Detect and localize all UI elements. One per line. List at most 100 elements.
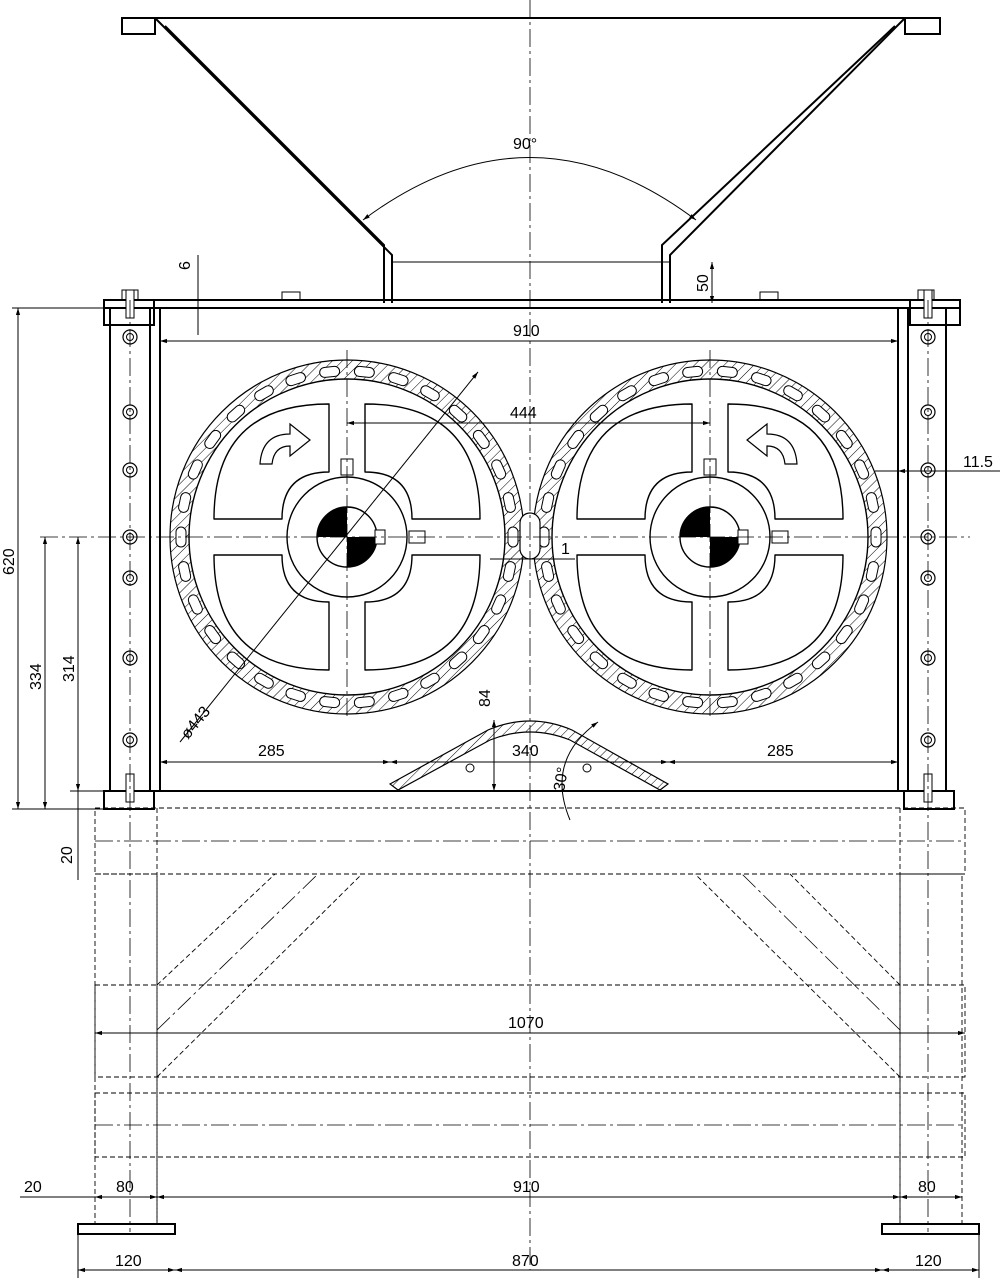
dim-deflector-angle: 30° [551, 766, 572, 793]
roll-tooth-pocket [751, 372, 772, 387]
dim-left-foot-width: 120 [115, 1253, 142, 1270]
roll-tooth-pocket [204, 625, 222, 645]
roll-tooth-pocket [178, 492, 192, 513]
roll-tooth-pocket [226, 404, 246, 423]
dim-hopper-neck: 50 [695, 274, 712, 292]
dim-hopper-wall: 6 [177, 261, 194, 270]
roll-tooth-pocket [589, 404, 609, 423]
roll-tooth-pocket [648, 372, 669, 387]
roll-tooth-pocket [254, 385, 274, 402]
roll-tooth-pocket [491, 459, 507, 480]
dim-right-foot-width: 120 [915, 1253, 942, 1270]
roll-spoke-window [576, 554, 693, 671]
dim-foot-offset: 20 [24, 1179, 42, 1196]
bolt-hole [924, 466, 932, 474]
roll-tooth-pocket [187, 594, 203, 615]
roll-tooth-pocket [865, 492, 879, 513]
dim-roll-center-distance: 444 [510, 405, 537, 422]
roll-tooth-pocket [388, 372, 409, 387]
roll-tooth-pocket [751, 687, 772, 702]
roll-tooth-pocket [811, 651, 831, 670]
dim-frame-width: 1070 [508, 1015, 544, 1032]
roll-tooth-pocket [353, 365, 375, 378]
roll-tooth-pocket [541, 492, 555, 513]
roll-tooth-pocket [420, 672, 440, 689]
dim-total-height: 620 [1, 548, 18, 575]
roll-tooth-pocket [854, 594, 870, 615]
roll-shaft-quadrant [317, 507, 347, 537]
roll-tooth-pocket [854, 459, 870, 480]
rotation-arrow-icon [746, 422, 798, 465]
dim-foot-span: 870 [512, 1253, 539, 1270]
roll-tooth-pocket [285, 372, 306, 387]
roll-tooth-pocket [865, 561, 879, 582]
roll-spoke-window [727, 554, 844, 671]
roll-shaft-quadrant [680, 507, 710, 537]
roll-tooth-pocket [550, 594, 566, 615]
roll-shaft-quadrant [347, 537, 377, 567]
bolt-hole [924, 408, 932, 416]
roll-tooth-pocket [448, 651, 468, 670]
dimension-lines [12, 255, 1000, 1278]
roll-tooth-pocket [617, 385, 637, 402]
dim-right-clearance: 285 [767, 743, 794, 760]
roll-shaft-quadrant [710, 537, 740, 567]
roll-tooth-pocket [617, 672, 637, 689]
roll-tooth-pocket [716, 365, 738, 378]
bolt-hole [126, 408, 134, 416]
dim-height-314: 314 [61, 655, 78, 682]
roll-tooth-pocket [448, 404, 468, 423]
roll-tooth-pocket [502, 492, 516, 513]
dim-liner-thickness: 11.5 [963, 454, 993, 471]
roll-tooth-pocket [541, 561, 555, 582]
roll-tooth-pocket [491, 594, 507, 615]
cover-plate [103, 289, 961, 326]
roll-tooth-pocket [682, 365, 704, 378]
roll-tooth-pocket [550, 459, 566, 480]
roll-tooth-pocket [285, 687, 306, 702]
roll-tooth-pocket [353, 696, 375, 709]
roll-tooth-pocket [319, 365, 341, 378]
roll-spoke-window [364, 403, 481, 520]
rotation-arrow-icon [259, 422, 311, 465]
roll-tooth-pocket [567, 625, 585, 645]
roll-tooth-pocket [783, 385, 803, 402]
roll-tooth-pocket [254, 672, 274, 689]
dim-left-clearance: 285 [258, 743, 285, 760]
roll-tooth-pocket [388, 687, 409, 702]
roll-spoke-window [213, 554, 330, 671]
roll-tooth-pocket [835, 429, 853, 449]
dim-inner-width-bottom: 910 [513, 1179, 540, 1196]
roll-tooth-pocket [682, 696, 704, 709]
bolt-hole [126, 466, 134, 474]
dim-right-leg-width: 80 [918, 1179, 936, 1196]
roll-tooth-pocket [589, 651, 609, 670]
stand [77, 807, 980, 1235]
roll-spoke-window [576, 403, 693, 520]
roll-tooth-pocket [811, 404, 831, 423]
roll-spoke-window [364, 554, 481, 671]
dim-deflector-height: 84 [477, 689, 494, 707]
dim-left-leg-width: 80 [116, 1179, 134, 1196]
roll-tooth-pocket [178, 561, 192, 582]
dim-deflector-width: 340 [512, 743, 539, 760]
roll-tooth-pocket [783, 672, 803, 689]
roll-tooth-pocket [226, 651, 246, 670]
roll-tooth-pocket [502, 561, 516, 582]
roll-tooth-pocket [420, 385, 440, 402]
roll-tooth-pocket [472, 625, 490, 645]
roll-tooth-pocket [835, 625, 853, 645]
roll-tooth-pocket [319, 696, 341, 709]
roll-tooth-pocket [204, 429, 222, 449]
roll-tooth-pocket [567, 429, 585, 449]
dim-flange-thickness: 20 [59, 846, 76, 864]
dim-hopper-angle: 90° [513, 136, 537, 153]
dim-height-334: 334 [28, 663, 45, 690]
hopper [121, 17, 941, 303]
deflector [388, 720, 670, 791]
roll-tooth-pocket [472, 429, 490, 449]
dim-roll-gap: 1 [561, 541, 570, 558]
roll-tooth-pocket [716, 696, 738, 709]
roll-tooth-pocket [187, 459, 203, 480]
